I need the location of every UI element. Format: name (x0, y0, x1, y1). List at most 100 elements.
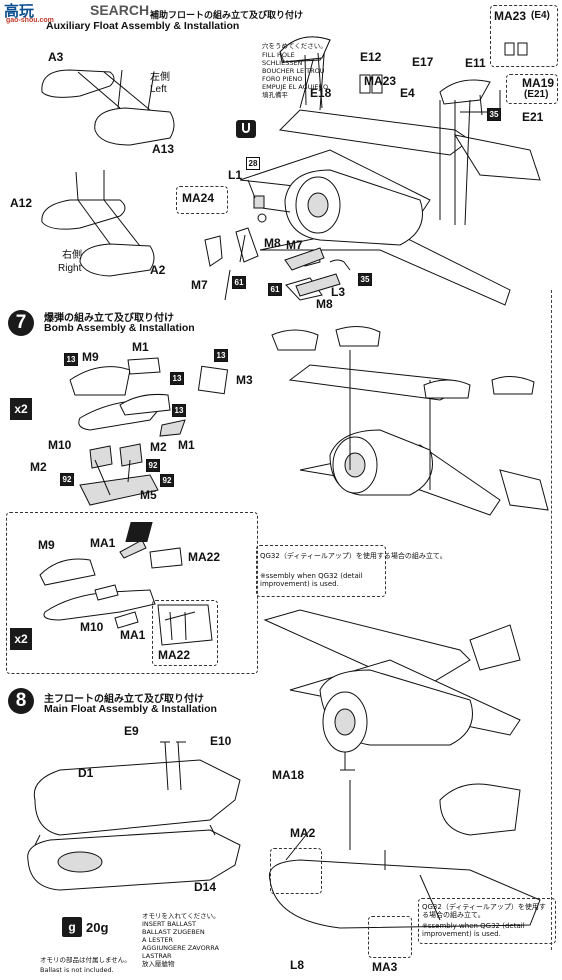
ref-box-35a: 35 (487, 108, 501, 121)
part-e17: E17 (412, 55, 434, 69)
step7-number: 7 (8, 310, 34, 336)
watermark-logo: 高玩 (4, 3, 35, 20)
right-label-en: Right (58, 263, 82, 274)
part-l3: L3 (331, 285, 346, 299)
part-m1a: M1 (132, 340, 149, 354)
ballast-line-4: A LESTER (142, 936, 173, 944)
part-e4: E4 (400, 86, 415, 100)
fill-hole-line-6: 填孔備平 (262, 91, 288, 99)
ref-box-92b: 92 (60, 473, 74, 486)
step6-title-jp: 補助フロートの組み立て及び取り付け (150, 11, 304, 21)
ballast-note-en: Ballast is not included. (40, 966, 114, 974)
ma3-callout-box (368, 916, 412, 958)
step7-multiplier: x2 (10, 398, 32, 420)
leader-lines (224, 52, 501, 301)
ballast-weight: 20g (86, 920, 109, 935)
part-m2b: M2 (30, 460, 47, 474)
part-d14: D14 (194, 880, 217, 894)
part-alt-ma22: MA22 (188, 550, 221, 564)
fill-hole-line-1: FILL HOLE (262, 51, 295, 59)
ref-box-13b: 13 (170, 372, 184, 385)
part-m7b: M7 (191, 278, 208, 292)
ballast-g-glyph: g (68, 920, 76, 934)
part-e18: E18 (310, 86, 332, 100)
part-a3: A3 (48, 50, 64, 64)
ma22-detail-box (152, 600, 218, 666)
qg32-note-en-8: ※ssembly when QG32 (detail improvement) … (422, 922, 525, 938)
left-label-en: Left (150, 84, 167, 95)
part-ma2: MA2 (290, 826, 316, 840)
aux-float-right-drawing (41, 170, 155, 277)
bomb-assembly-drawing (69, 357, 229, 506)
part-l1: L1 (228, 168, 243, 182)
ballast-line-1: オモリを入れてください。 (142, 912, 220, 920)
biplane-step8-drawing (263, 609, 541, 929)
ballast-note-jp: オモリの部品は付属しません。 (40, 956, 131, 964)
part-e12: E12 (360, 50, 382, 64)
part-ma3: MA3 (372, 960, 398, 974)
part-alt-ma1a: MA1 (90, 536, 116, 550)
ballast-weight-icon (62, 917, 82, 937)
step8-number: 8 (8, 688, 34, 714)
ballast-line-7: 放入壓艙物 (142, 960, 175, 968)
part-m10: M10 (48, 438, 72, 452)
part-m8a: M8 (264, 236, 281, 250)
ref-box-13d: 13 (172, 404, 186, 417)
step7-title-en: Bomb Assembly & Installation (44, 322, 195, 334)
biplane-step7-drawing (271, 326, 549, 516)
part-alt-m9: M9 (38, 538, 55, 552)
step6-title-en: Auxiliary Float Assembly & Installation (46, 20, 240, 32)
part-ma19-paren: (E21) (524, 89, 549, 100)
right-label-jp: 右側 (62, 250, 82, 261)
bomb-alt-drawing (39, 539, 213, 646)
ref-box-13c: 13 (214, 349, 228, 362)
part-e9: E9 (124, 724, 139, 738)
part-a12: A12 (10, 196, 33, 210)
ma19-callout-box (506, 74, 558, 104)
ballast-line-2: INSERT BALLAST (142, 920, 196, 928)
part-ma19: MA19 (522, 76, 555, 90)
part-alt-ma1b: MA1 (120, 628, 146, 642)
part-m1b: M1 (178, 438, 195, 452)
fill-hole-line-4: FORO PIENO (262, 75, 303, 83)
step8-title-jp: 主フロートの組み立て及び取り付け (44, 694, 204, 705)
ref-box-92c: 92 (160, 474, 174, 487)
part-e10: E10 (210, 734, 232, 748)
fill-hole-line-2: SCHLIESSEN (262, 59, 303, 67)
part-e11: E11 (465, 56, 486, 70)
main-float-drawing (27, 741, 241, 891)
ref-box-61a: 61 (232, 276, 246, 289)
part-d1: D1 (78, 766, 94, 780)
ballast-line-5: AGGIUNGERE ZAVORRA (142, 944, 219, 952)
part-ma23: MA23 (364, 74, 397, 88)
part-ma24: MA24 (182, 191, 215, 205)
ballast-line-3: BALLAST ZUGEBEN (142, 928, 205, 936)
part-ma18: MA18 (272, 768, 305, 782)
ref-box-92a: 92 (146, 459, 160, 472)
ref-box-13a: 13 (64, 353, 78, 366)
part-ma23-top: MA23 (494, 9, 527, 23)
watermark-url: gao-shou.com (6, 17, 54, 24)
aux-float-left-drawing (41, 69, 175, 146)
ref-box-61b: 61 (268, 283, 282, 296)
part-a2: A2 (150, 263, 166, 277)
ref-box-35b: 35 (358, 273, 372, 286)
ref-box-28: 28 (246, 157, 260, 170)
watermark-search: SEARCH (90, 2, 150, 18)
part-m2a: M2 (150, 440, 167, 454)
qg32-note-box-7 (256, 545, 386, 597)
part-e21: E21 (522, 110, 544, 124)
part-m9: M9 (82, 350, 99, 364)
part-a13: A13 (152, 142, 175, 156)
qg32-note-en-7: ※ssembly when QG32 (detail improvement) … (260, 572, 363, 588)
small-parts-step6 (204, 195, 351, 297)
fill-hole-line-3: BOUCHER LE TROU (262, 67, 325, 75)
qg32-note-jp-8: QG32（ディティールアップ）を使用する場合の組み立て。 (422, 903, 546, 919)
step7-title-jp: 爆弾の組み立て及び取り付け (44, 313, 174, 324)
page-edge-dashed-rule (551, 290, 552, 950)
ballast-line-6: LASTRAR (142, 952, 172, 960)
part-l8: L8 (290, 958, 305, 972)
biplane-step6-drawing (239, 36, 541, 306)
qg32-note-jp-7: QG32（ディティールアップ）を使用する場合の組み立て。 (260, 552, 447, 560)
